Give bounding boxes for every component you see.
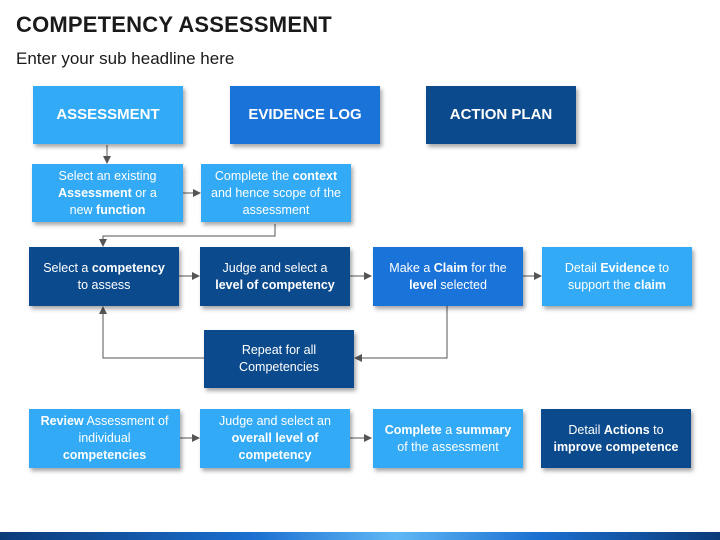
footer-gradient-bar: [0, 532, 720, 540]
box-detail-actions: Detail Actions to improve competence: [541, 409, 691, 468]
box-judge-level: Judge and select a level of competency: [200, 247, 350, 306]
arrow-context-to-competency: [99, 224, 276, 247]
header-action-plan: ACTION PLAN: [426, 86, 576, 144]
box-select-assessment: Select an existing Assessment or a new f…: [32, 164, 183, 222]
header-assessment: ASSESSMENT: [33, 86, 183, 144]
box-repeat: Repeat for all Competencies: [204, 330, 354, 388]
page-subtitle: Enter your sub headline here: [16, 49, 235, 68]
header-evidence-log: EVIDENCE LOG: [230, 86, 380, 144]
box-make-claim: Make a Claim for the level selected: [373, 247, 523, 306]
box-judge-overall: Judge and select an overall level of com…: [200, 409, 350, 468]
arrow-repeat-to-competency: [99, 306, 204, 359]
box-complete-context: Complete the context and hence scope of …: [201, 164, 351, 222]
box-review: Review Assessment of individual competen…: [29, 409, 180, 468]
arrow-claim-to-repeat: [354, 306, 448, 362]
box-detail-evidence: Detail Evidence to support the claim: [542, 247, 692, 306]
box-complete-summary: Complete a summary of the assessment: [373, 409, 523, 468]
page-title: COMPETENCY ASSESSMENT: [16, 12, 332, 37]
box-select-competency: Select a competency to assess: [29, 247, 179, 306]
